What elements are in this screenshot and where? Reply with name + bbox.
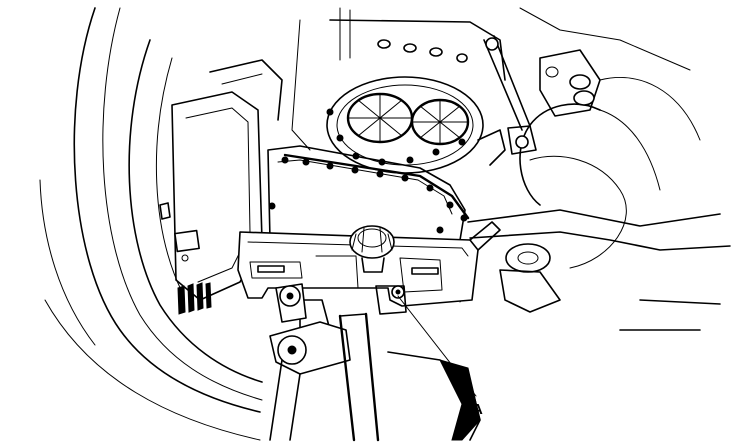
floor-jack-arms (269, 283, 481, 442)
drive-shaft-suspension (457, 103, 731, 331)
upper-body-panel (291, 7, 506, 151)
tie-rod-linkage (483, 7, 701, 155)
adapter-locking-knob (349, 225, 395, 273)
transmission-housing (326, 76, 506, 174)
callout-a-leader-line (397, 295, 477, 397)
callout-a-label: A (472, 401, 483, 418)
fender-wheel-well (39, 7, 263, 441)
callout-a: A (397, 295, 483, 418)
